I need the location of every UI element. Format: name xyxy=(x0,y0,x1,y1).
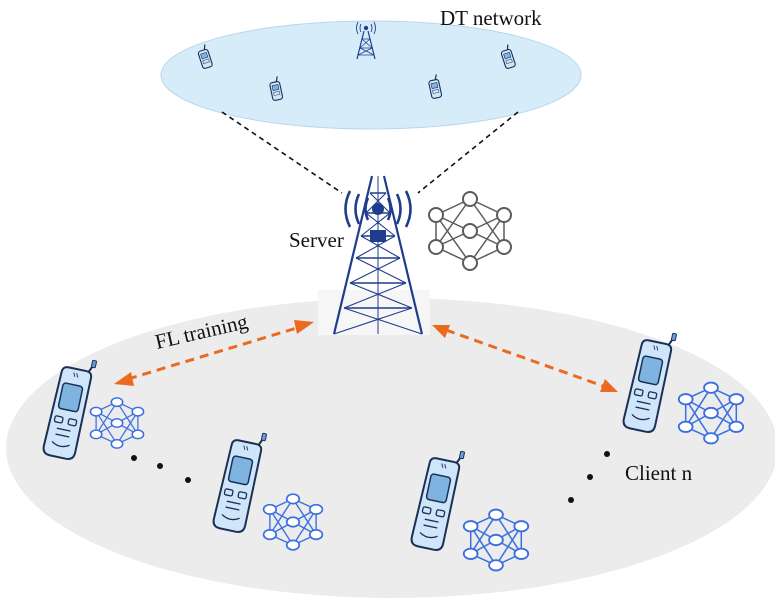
cell-tower-icon xyxy=(356,21,376,60)
fl-arrow-right xyxy=(432,325,618,392)
projection-line-right xyxy=(417,111,519,194)
projection-line-left xyxy=(221,111,343,194)
ellipsis-dots-left xyxy=(131,455,191,483)
client-area xyxy=(6,298,775,598)
client-n-label: Client n xyxy=(625,461,693,485)
dt-network-label: DT network xyxy=(440,6,542,30)
ellipsis-dots-right xyxy=(568,451,610,503)
server-label: Server xyxy=(289,228,344,252)
dt-network-area xyxy=(160,20,582,130)
fl-arrow-left xyxy=(114,320,314,386)
neural-network-icon xyxy=(428,191,512,271)
cell-tower-icon xyxy=(332,174,424,336)
